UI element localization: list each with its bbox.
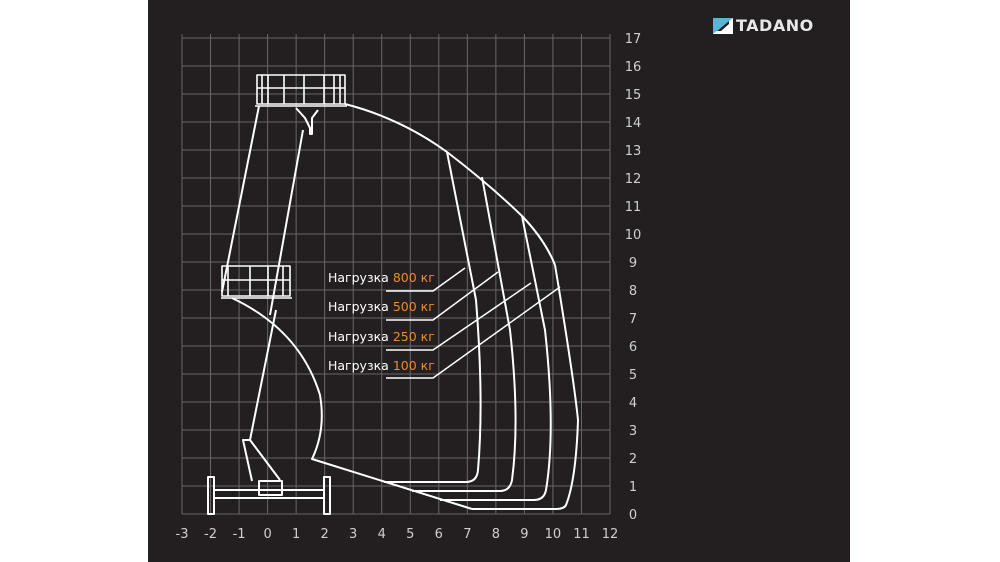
y-tick-label: 11 [625, 200, 642, 215]
y-tick-label: 5 [629, 368, 637, 383]
label-250: Нагрузка 250 кг [328, 329, 435, 344]
boom-base [242, 439, 281, 482]
y-tick-label: 12 [625, 172, 642, 187]
lower-boom [249, 309, 277, 441]
x-tick-label: 10 [545, 527, 562, 542]
grid [181, 34, 611, 515]
outrigger-left [207, 476, 215, 515]
x-tick-label: 3 [349, 527, 357, 542]
legend-labels: Нагрузка 800 кг Нагрузка 500 кг Нагрузка… [328, 270, 435, 373]
label-500: Нагрузка 500 кг [328, 299, 435, 314]
y-tick-label: 13 [625, 144, 642, 159]
tadano-logo: TADANO [713, 16, 814, 35]
y-tick-label: 10 [625, 228, 642, 243]
x-tick-label: 12 [602, 527, 619, 542]
envelope-100kg [472, 264, 579, 510]
x-tick-label: 5 [406, 527, 414, 542]
y-tick-label: 8 [629, 284, 637, 299]
leader-100 [386, 286, 561, 379]
platform-lower [221, 265, 292, 299]
x-tick-label: 0 [263, 527, 271, 542]
envelope-250kg [440, 215, 552, 501]
y-tick-label: 0 [629, 508, 637, 523]
x-tick-label: -1 [233, 527, 246, 542]
y-tick-label: 14 [625, 116, 642, 131]
logo-text: TADANO [736, 16, 814, 35]
crane-drawing [207, 74, 579, 515]
y-tick-label: 9 [629, 256, 637, 271]
x-tick-label: 7 [463, 527, 471, 542]
envelope-800kg [384, 151, 482, 483]
x-tick-label: 4 [378, 527, 386, 542]
leader-250 [386, 282, 532, 351]
y-tick-label: 3 [629, 424, 637, 439]
y-tick-label: 7 [629, 312, 637, 327]
turret [258, 480, 283, 496]
y-tick-label: 16 [625, 60, 642, 75]
upper-boom-left [221, 105, 260, 293]
label-100: Нагрузка 100 кг [328, 358, 435, 373]
leader-500 [386, 271, 499, 321]
x-tick-label: 6 [435, 527, 443, 542]
x-tick-label: 8 [492, 527, 500, 542]
tadano-logo-icon [713, 17, 733, 34]
y-tick-label: 2 [629, 452, 637, 467]
x-tick-label: 9 [520, 527, 528, 542]
platform-top [255, 74, 347, 107]
x-tick-label: -2 [204, 527, 217, 542]
y-tick-label: 17 [625, 32, 642, 47]
envelope-left-bottom [231, 297, 473, 510]
y-tick-label: 6 [629, 340, 637, 355]
boom-head [295, 107, 319, 135]
envelope-500kg [412, 176, 517, 492]
envelope-top-arc [344, 103, 556, 266]
x-tick-label: 2 [321, 527, 329, 542]
x-tick-label: 1 [292, 527, 300, 542]
y-tick-label: 4 [629, 396, 637, 411]
x-tick-label: 11 [573, 527, 590, 542]
outrigger-right [323, 476, 331, 515]
label-800: Нагрузка 800 кг [328, 270, 435, 285]
leader-800 [386, 267, 466, 292]
upper-boom-right [269, 129, 304, 316]
y-tick-label: 15 [625, 88, 642, 103]
y-tick-label: 1 [629, 480, 637, 495]
x-tick-label: -3 [176, 527, 189, 542]
